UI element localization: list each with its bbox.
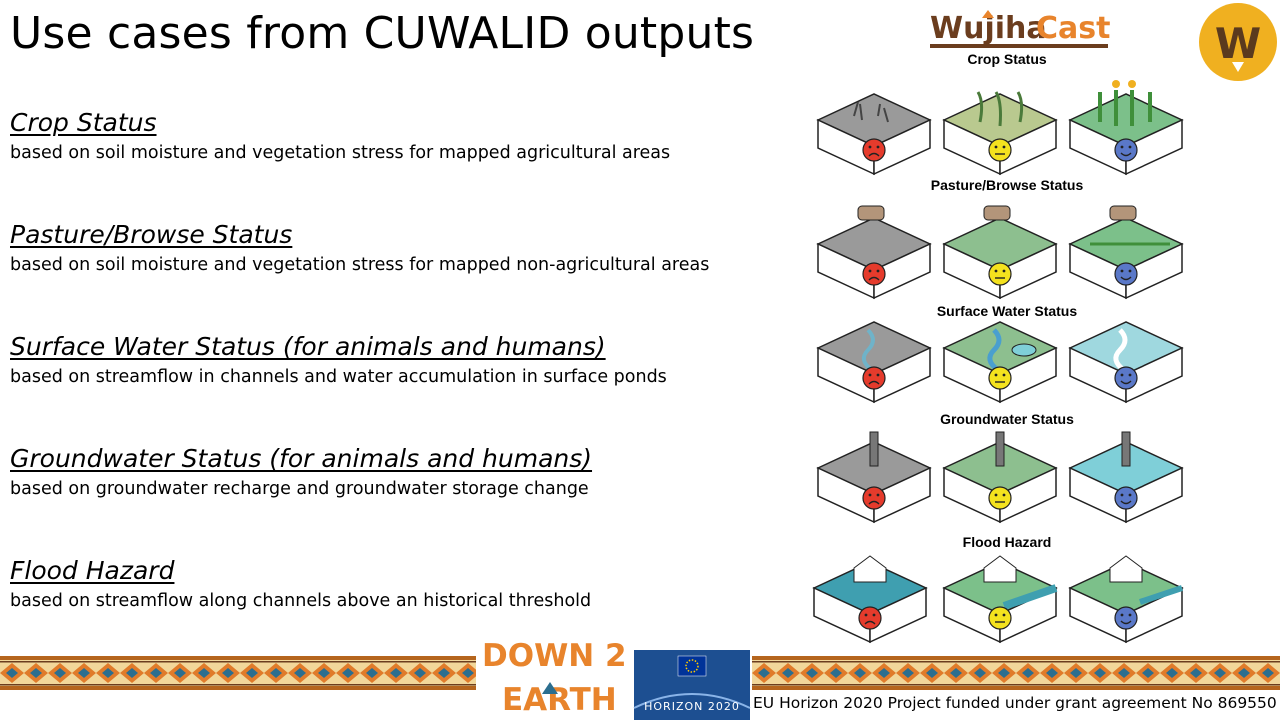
groundwater-poor-tile: [817, 431, 931, 523]
pattern-fill: [0, 656, 476, 690]
panel-label-flood: Flood Hazard: [963, 534, 1052, 550]
w-badge-logo: W: [1199, 3, 1277, 81]
horizon2020-logo: HORIZON 2020: [633, 650, 751, 720]
down2earth-line2: EARTH: [502, 682, 617, 718]
neutral-face-icon: [988, 486, 1012, 510]
happy-face-icon: [1114, 262, 1138, 286]
earth-triangle-icon: [542, 682, 558, 694]
use-case-crop-status: Crop Status based on soil moisture and v…: [10, 108, 800, 166]
crop-status-good-tile: [1069, 80, 1183, 175]
happy-face-icon: [1114, 138, 1138, 162]
flood-hazard-low-tile: [1069, 555, 1183, 643]
happy-face-icon: [1114, 486, 1138, 510]
wujihacast-logo-part2: Cast: [1036, 11, 1110, 46]
panel-label-surface-water: Surface Water Status: [937, 303, 1078, 319]
panel-label-pasture: Pasture/Browse Status: [931, 177, 1084, 193]
wujihacast-logo: Wujiha Cast: [930, 10, 1110, 48]
eu-stars-icon: [685, 659, 699, 673]
neutral-face-icon: [988, 262, 1012, 286]
slide-title: Use cases from CUWALID outputs: [10, 8, 755, 59]
funding-note: EU Horizon 2020 Project funded under gra…: [753, 694, 1277, 712]
flood-hazard-high-tile: [813, 555, 927, 643]
down2earth-logo: DOWN 2 EARTH: [482, 630, 627, 720]
surface-water-good-tile: [1069, 321, 1183, 403]
groundwater-good-tile: [1069, 431, 1183, 523]
use-case-surface-water: Surface Water Status (for animals and hu…: [10, 332, 800, 390]
crop-status-moderate-tile: [943, 91, 1057, 175]
crop-status-poor-tile: [817, 93, 931, 175]
pasture-status-good-tile: [1069, 205, 1183, 299]
panel-label-crop: Crop Status: [967, 51, 1047, 67]
use-case-groundwater: Groundwater Status (for animals and huma…: [10, 444, 800, 502]
badge-circle: [1199, 3, 1277, 81]
horizon-arc: [633, 693, 751, 709]
wujihacast-icon-panel: Crop Status Pasture/Browse Status Surfac…: [813, 51, 1183, 643]
neutral-face-icon: [988, 138, 1012, 162]
horizon-text: HORIZON 2020: [644, 700, 740, 713]
use-case-pasture-status: Pasture/Browse Status based on soil mois…: [10, 220, 800, 278]
use-case-heading: Groundwater Status (for animals and huma…: [10, 444, 593, 473]
surface-water-poor-tile: [817, 321, 931, 403]
logo-underline: [930, 44, 1108, 48]
groundwater-moderate-tile: [943, 431, 1057, 523]
down2earth-line1: DOWN 2: [482, 638, 627, 674]
sad-face-icon: [858, 606, 882, 630]
use-case-flood-hazard: Flood Hazard based on streamflow along c…: [10, 556, 800, 614]
use-case-heading: Pasture/Browse Status: [10, 220, 293, 249]
use-case-description: based on soil moisture and vegetation st…: [10, 143, 671, 163]
badge-letter: W: [1215, 19, 1261, 68]
use-case-heading: Flood Hazard: [10, 556, 175, 585]
decorative-pattern-band-left: [0, 656, 476, 690]
use-case-description: based on streamflow in channels and wate…: [10, 367, 667, 387]
pasture-status-moderate-tile: [943, 205, 1057, 299]
use-case-heading: Crop Status: [10, 108, 157, 137]
sad-face-icon: [862, 138, 886, 162]
eu-flag-icon: [677, 655, 707, 677]
pattern-fill: [752, 656, 1280, 690]
decorative-pattern-band-right: [752, 656, 1280, 690]
flood-hazard-moderate-tile: [943, 555, 1058, 643]
use-case-description: based on streamflow along channels above…: [10, 591, 592, 611]
happy-face-icon: [1114, 366, 1138, 390]
use-case-description: based on soil moisture and vegetation st…: [10, 255, 710, 275]
sad-face-icon: [862, 366, 886, 390]
use-case-heading: Surface Water Status (for animals and hu…: [10, 332, 606, 361]
sad-face-icon: [862, 486, 886, 510]
panel-label-groundwater: Groundwater Status: [940, 411, 1074, 427]
badge-triangle-icon: [1232, 62, 1244, 72]
pasture-status-poor-tile: [817, 205, 931, 299]
sad-face-icon: [862, 262, 886, 286]
neutral-face-icon: [988, 366, 1012, 390]
use-case-description: based on groundwater recharge and ground…: [10, 479, 589, 499]
logo-accent-icon: [982, 10, 994, 18]
happy-face-icon: [1114, 606, 1138, 630]
surface-water-moderate-tile: [943, 321, 1057, 403]
neutral-face-icon: [988, 606, 1012, 630]
